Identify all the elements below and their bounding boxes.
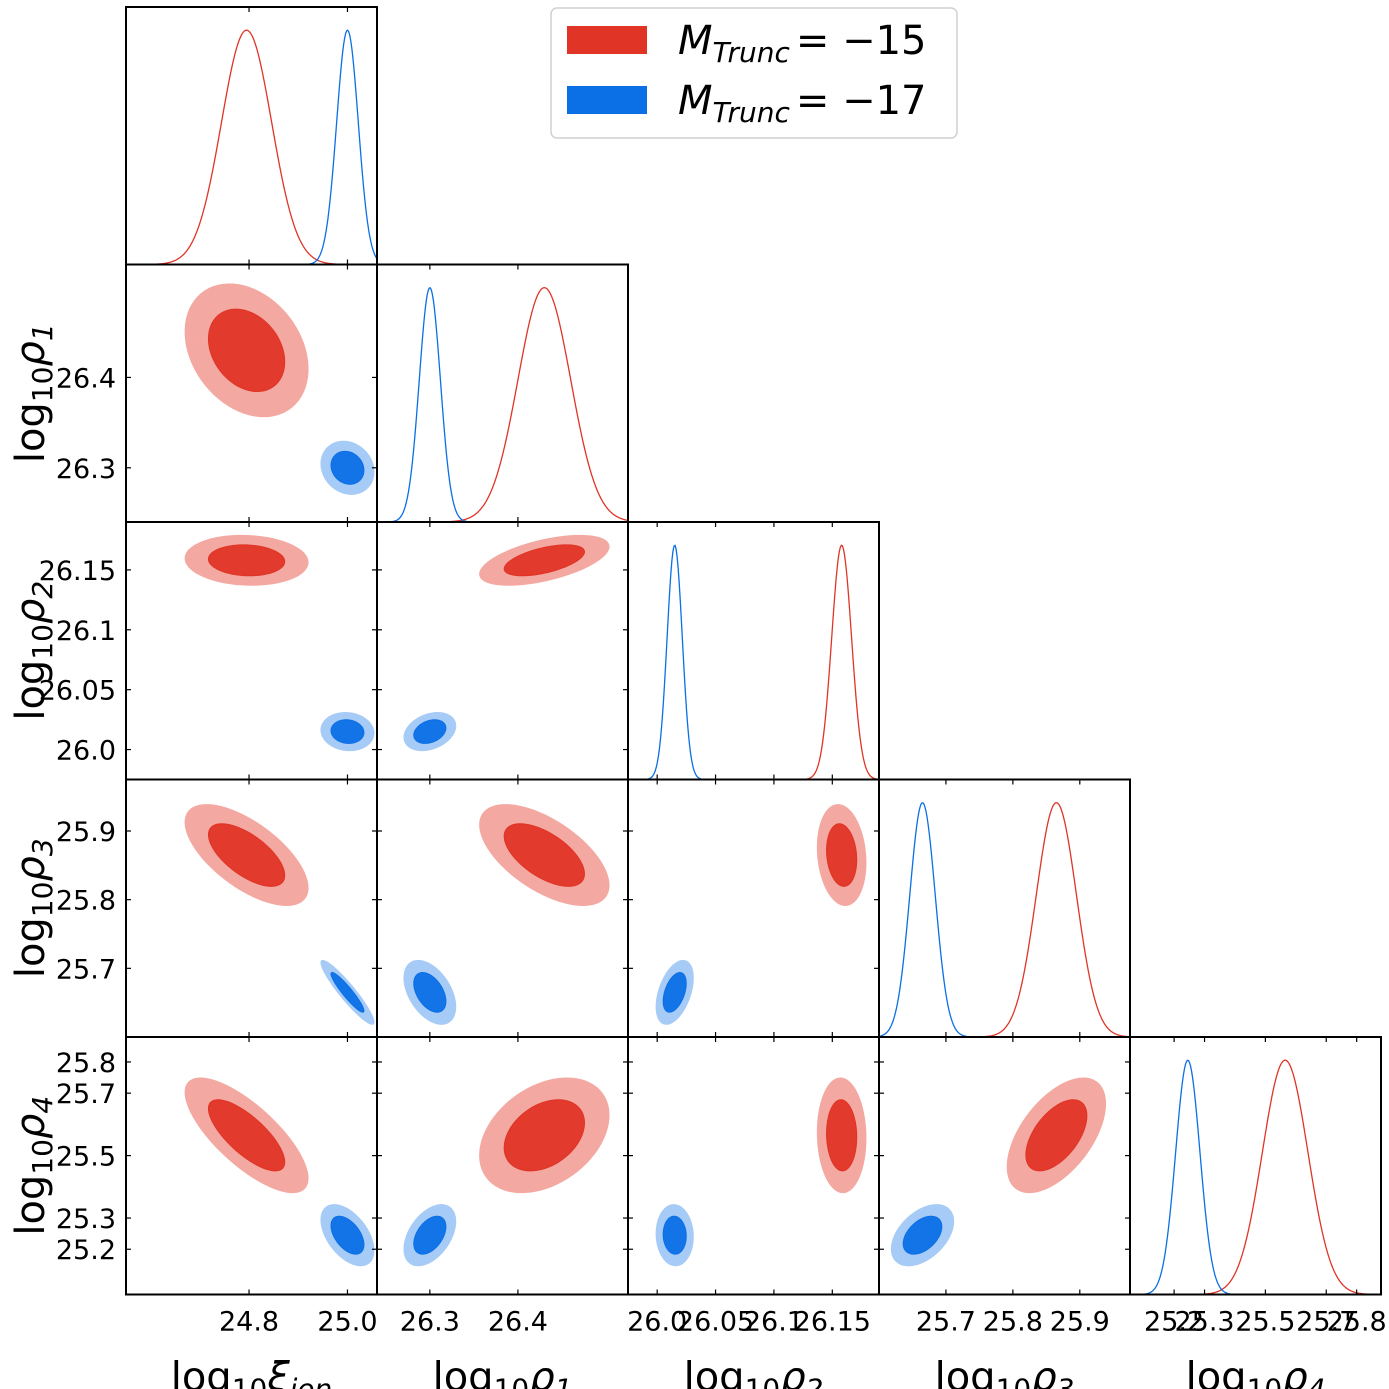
x-axis-label: log10ρ4 [1186, 1355, 1326, 1389]
x-tick-label: 26.15 [794, 1307, 871, 1338]
y-tick-label: 25.8 [56, 1048, 116, 1079]
x-tick-label: 25.0 [317, 1307, 377, 1338]
contour-68 [902, 1215, 943, 1255]
panel-3-0 [125, 778, 378, 1038]
panel-frame [878, 778, 1131, 1038]
contour-68 [330, 972, 365, 1013]
x-axis-label: log10ξion [171, 1355, 333, 1389]
contour-68 [207, 823, 286, 887]
contour-68 [503, 544, 585, 577]
y-tick-label: 26.4 [56, 363, 116, 394]
x-tick-label: 25.7 [1296, 1307, 1356, 1338]
contour-68 [207, 544, 286, 577]
marginal-curve [879, 802, 1130, 1037]
y-axis-label: log10ρ4 [8, 1096, 59, 1236]
contour-68 [662, 1215, 687, 1255]
panel-4-2 [627, 1036, 880, 1296]
x-tick-label: 26.4 [488, 1307, 548, 1338]
x-tick-label: 25.8 [1327, 1307, 1387, 1338]
y-tick-label: 25.3 [56, 1204, 116, 1235]
y-tick-label: 26.1 [56, 616, 116, 647]
y-tick-label: 25.5 [56, 1142, 116, 1173]
marginal-curve [377, 287, 628, 522]
panel-4-0 [125, 1036, 378, 1296]
panel-1-0 [125, 263, 378, 523]
marginal-curve [628, 544, 879, 780]
contour-68 [207, 308, 286, 393]
x-tick-label: 25.2 [1144, 1307, 1204, 1338]
marginal-curve [628, 544, 879, 780]
panel-4-3 [878, 1036, 1131, 1296]
panel-2-0 [125, 521, 378, 781]
x-axis-label: log10ρ3 [935, 1355, 1075, 1389]
y-tick-label: 25.7 [56, 954, 116, 985]
y-tick-label: 25.2 [56, 1235, 116, 1266]
panel-frame [376, 263, 629, 523]
marginal-curve [1130, 1059, 1381, 1295]
y-axis-label: log10ρ2 [8, 581, 59, 721]
panel-4-4 [1129, 1036, 1382, 1296]
panel-3-3 [878, 778, 1131, 1038]
legend-swatch [567, 26, 647, 54]
panel-2-1 [376, 521, 629, 781]
legend-box [550, 7, 958, 139]
panel-frame [125, 778, 378, 1038]
x-axis-label: log10ρ1 [433, 1355, 573, 1389]
y-axis-label: log10ρ3 [8, 838, 59, 978]
y-tick-label: 26.15 [39, 556, 116, 587]
x-tick-label: 25.7 [916, 1307, 976, 1338]
y-tick-label: 25.7 [56, 1079, 116, 1110]
x-tick-label: 26.3 [400, 1307, 460, 1338]
y-axis-label: log10ρ1 [8, 323, 59, 463]
panel-3-2 [627, 778, 880, 1038]
panel-1-1 [376, 263, 629, 523]
contour-68 [1025, 1099, 1088, 1172]
contour-68 [826, 1099, 858, 1172]
y-tick-label: 26.05 [39, 676, 116, 707]
panel-frame [1129, 1036, 1382, 1296]
x-axis-label: log10ρ2 [684, 1355, 824, 1389]
legend-swatch [567, 86, 647, 114]
marginal-curve [377, 287, 628, 522]
y-tick-label: 25.8 [56, 886, 116, 917]
marginal-curve [126, 29, 377, 265]
y-tick-label: 25.9 [56, 817, 116, 848]
contour-68 [413, 719, 447, 744]
x-tick-label: 24.8 [219, 1307, 279, 1338]
x-tick-label: 26.05 [677, 1307, 754, 1338]
panel-frame [627, 521, 880, 781]
contour-68 [413, 1215, 447, 1255]
x-tick-label: 26.0 [627, 1307, 687, 1338]
x-tick-label: 25.9 [1050, 1307, 1110, 1338]
contour-68 [826, 823, 858, 887]
contour-68 [207, 1099, 286, 1172]
contour-68 [330, 450, 365, 485]
panel-2-2 [627, 521, 880, 781]
contour-68 [662, 972, 687, 1013]
x-tick-label: 25.3 [1174, 1307, 1234, 1338]
marginal-curve [879, 802, 1130, 1037]
legend-label: MTrunc= −17 [678, 78, 927, 129]
panel-3-1 [376, 778, 629, 1038]
legend-label: MTrunc= −15 [678, 18, 927, 69]
contour-68 [330, 1215, 365, 1255]
marginal-curve [1130, 1059, 1381, 1295]
x-tick-label: 25.8 [983, 1307, 1043, 1338]
contour-68 [503, 1099, 585, 1172]
panel-0-0 [125, 6, 378, 266]
x-tick-label: 26.1 [744, 1307, 804, 1338]
y-tick-label: 26.3 [56, 454, 116, 485]
contour-68 [503, 823, 585, 887]
contour-68 [330, 719, 365, 744]
panel-4-1 [376, 1036, 629, 1296]
marginal-curve [126, 29, 377, 265]
y-tick-label: 26.0 [56, 736, 116, 767]
contour-68 [413, 972, 447, 1013]
x-tick-label: 25.5 [1235, 1307, 1295, 1338]
panel-frame [125, 6, 378, 266]
